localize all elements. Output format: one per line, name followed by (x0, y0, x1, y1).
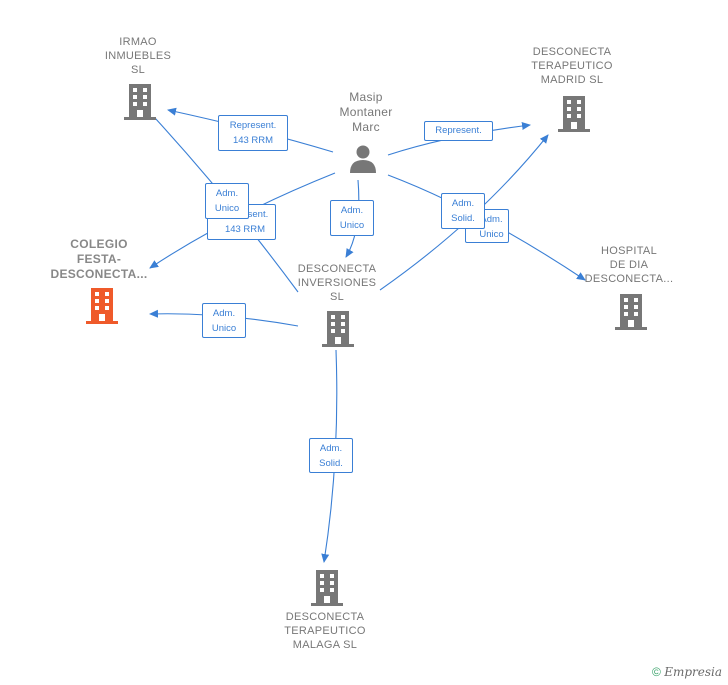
malaga-label: DESCONECTA TERAPEUTICO MALAGA SL (284, 611, 366, 651)
copyright-icon: © (652, 665, 661, 679)
irmao-label: IRMAO INMUEBLES SL (104, 36, 172, 76)
relation-adm-unico-colegio[interactable]: Adm. Unico (202, 303, 246, 338)
hospital-building-icon[interactable] (615, 294, 647, 330)
relation-adm-solid-malaga[interactable]: Adm. Solid. (309, 438, 353, 473)
person-label: Masip Montaner Marc (339, 90, 393, 134)
irmao-building-icon[interactable] (124, 84, 156, 120)
relation-adm-unico-inversiones[interactable]: Adm. Unico (330, 200, 374, 236)
relation-represent-irmao[interactable]: Represent. 143 RRM (218, 115, 288, 151)
relation-adm-unico-irmao-inversiones[interactable]: Adm. Unico (205, 183, 249, 219)
malaga-building-icon[interactable] (311, 570, 343, 606)
footer-credit[interactable]: © Empresia (652, 665, 722, 679)
relation-represent-madrid[interactable]: Represent. (424, 121, 493, 141)
madrid-label: DESCONECTA TERAPEUTICO MADRID SL (531, 46, 613, 86)
inversiones-label: DESCONECTA INVERSIONES SL (297, 263, 377, 303)
colegio-label: COLEGIO FESTA- DESCONECTA... (50, 237, 148, 281)
person-icon[interactable] (348, 143, 378, 173)
brand-logo: Empresia (664, 665, 722, 679)
hospital-label: HOSPITAL DE DIA DESCONECTA... (584, 245, 674, 285)
relation-adm-solid-madrid[interactable]: Adm. Solid. (441, 193, 485, 229)
inversiones-building-icon[interactable] (322, 311, 354, 347)
madrid-building-icon[interactable] (558, 96, 590, 132)
colegio-building-icon[interactable] (86, 288, 118, 324)
